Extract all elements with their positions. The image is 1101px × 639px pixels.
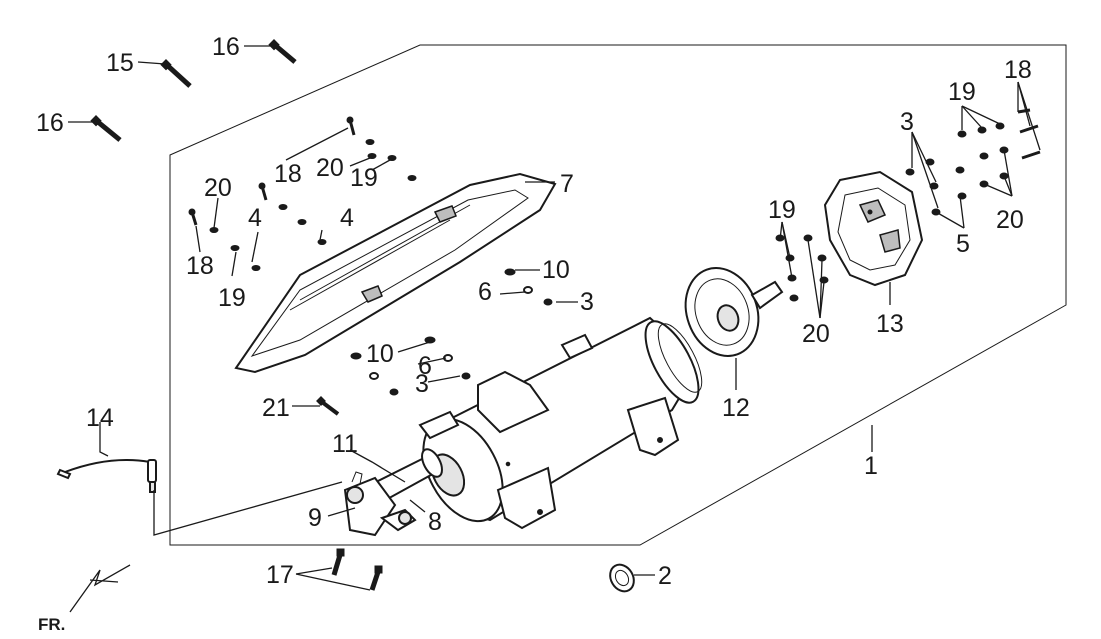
callout-18-mid: 18 (274, 160, 302, 188)
callout-19-tail: 19 (948, 78, 976, 106)
callout-10-lower: 10 (366, 340, 394, 368)
muffler-body (418, 316, 703, 530)
bolt-21 (316, 396, 340, 416)
callout-2: 2 (658, 562, 672, 590)
bolt-16-top (268, 39, 297, 64)
callout-4-mid: 4 (340, 204, 354, 232)
callout-12: 12 (722, 394, 750, 422)
heat-shield (234, 172, 557, 374)
callout-18-right: 18 (1004, 56, 1032, 84)
callout-8: 8 (428, 508, 442, 536)
tail-cover (823, 170, 924, 287)
callout-20-left: 20 (204, 174, 232, 202)
callout-14: 14 (86, 404, 114, 432)
bolt-15 (160, 59, 192, 88)
tail-fasteners (775, 108, 1041, 302)
callout-7: 7 (560, 170, 574, 198)
exhaust-inlet-pipe (343, 448, 443, 537)
callout-15: 15 (106, 49, 134, 77)
callout-21: 21 (262, 394, 290, 422)
callout-16-left: 16 (36, 109, 64, 137)
callout-6-right: 6 (478, 278, 492, 306)
callout-labels: 1 2 3 3 3 3 4 4 5 6 6 7 8 9 10 10 11 12 … (36, 33, 1032, 590)
callout-17: 17 (266, 561, 294, 589)
callout-9: 9 (308, 504, 322, 532)
callout-3-lower: 3 (415, 370, 429, 398)
bolt-16-left (90, 115, 122, 142)
callout-11: 11 (332, 430, 358, 458)
callout-19-left: 19 (218, 284, 246, 312)
callout-1: 1 (864, 452, 878, 480)
callout-16-top: 16 (212, 33, 240, 61)
callout-18-left: 18 (186, 252, 214, 280)
callout-3-tail: 3 (900, 108, 914, 136)
callout-19-cone: 19 (768, 196, 796, 224)
front-direction-marker (69, 564, 131, 613)
callout-19-mid: 19 (350, 164, 378, 192)
callout-3-right: 3 (580, 288, 594, 316)
leader-lines (68, 45, 1041, 591)
callout-20-tail: 20 (996, 206, 1024, 234)
oxygen-sensor (56, 458, 157, 493)
gasket-o-ring (609, 563, 635, 593)
callout-10-right: 10 (542, 256, 570, 284)
callout-20-mid: 20 (316, 154, 344, 182)
assembly-boundary (169, 44, 1067, 546)
callout-20-cone: 20 (802, 320, 830, 348)
front-direction-label: FR. (38, 615, 65, 634)
callout-4-left: 4 (248, 204, 262, 232)
callout-6-lower: 6 (418, 352, 432, 380)
end-cap-cone (684, 267, 784, 357)
callout-5: 5 (956, 230, 970, 258)
callout-13: 13 (876, 310, 904, 338)
bolts-17 (331, 548, 383, 591)
heat-shield-fasteners (188, 116, 553, 396)
gasket-o-ring-inner (614, 569, 630, 587)
